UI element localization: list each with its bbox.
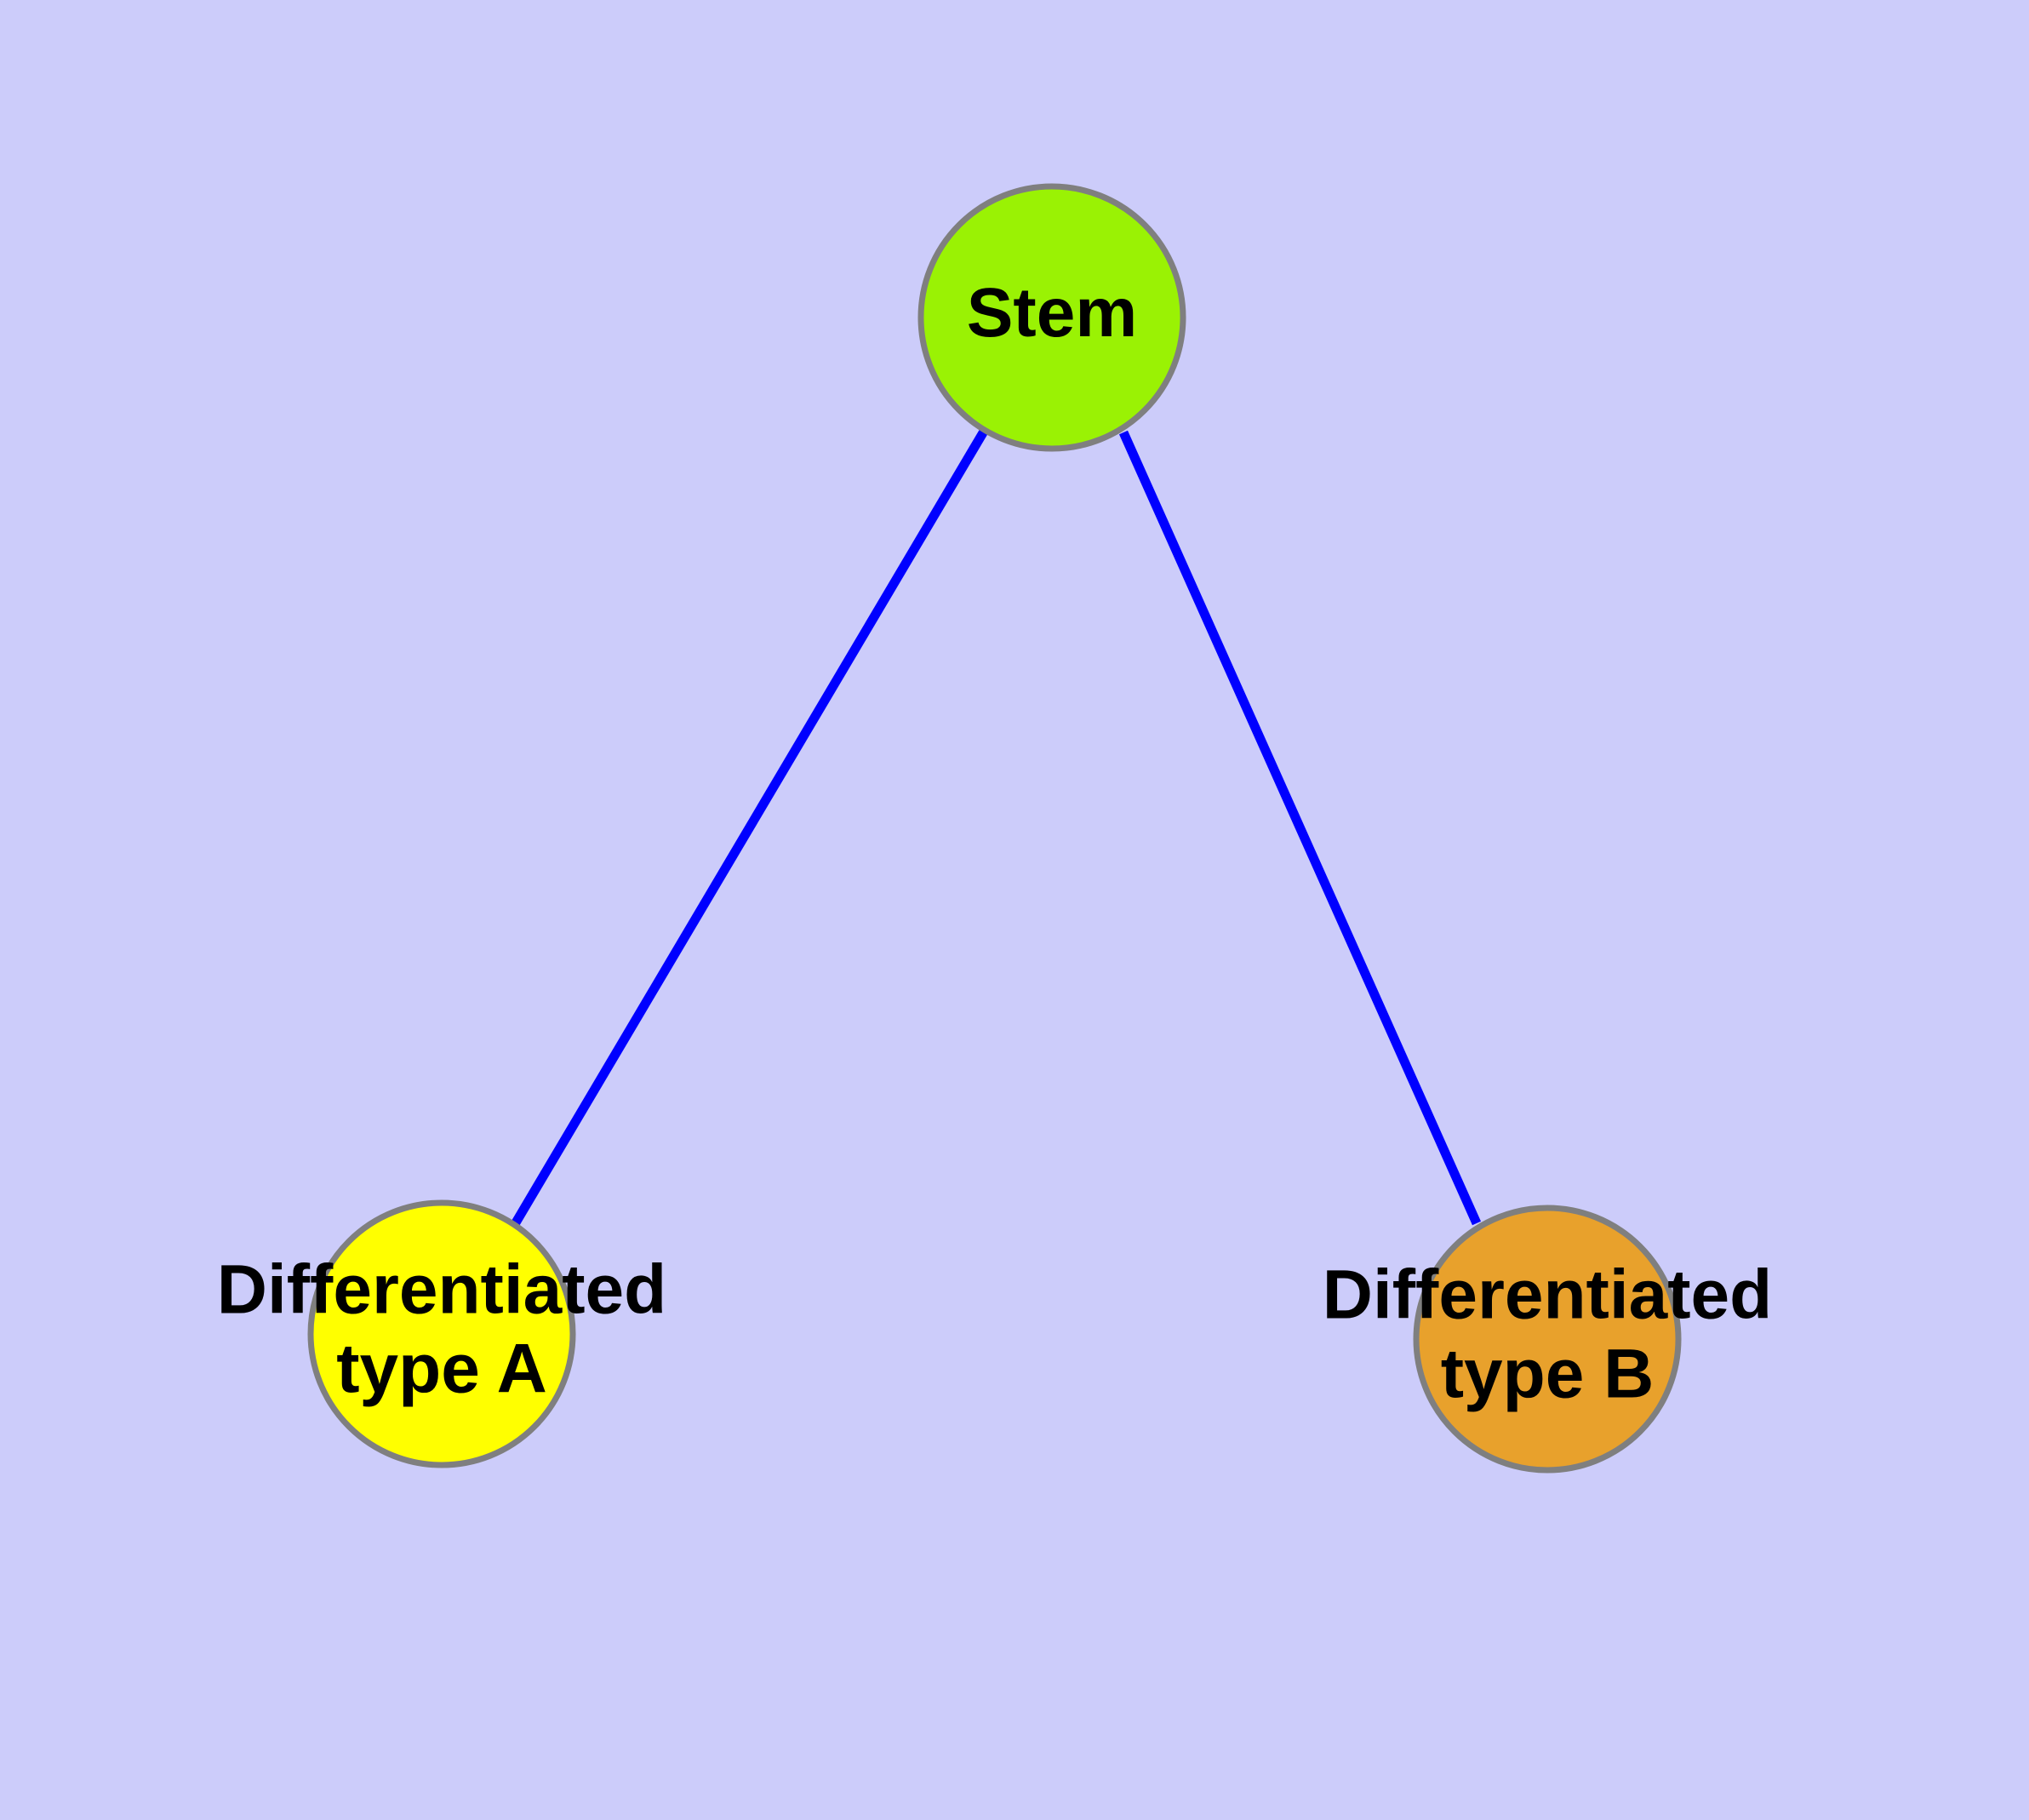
edges-group <box>511 427 1482 1227</box>
node-label-line: Stem <box>967 274 1138 352</box>
node-label-line: type A <box>336 1330 547 1407</box>
node-label-stem: Stem <box>967 274 1138 352</box>
node-diff-a[interactable] <box>307 1199 576 1468</box>
node-stem[interactable] <box>917 183 1186 452</box>
edge-stem-to-b[interactable] <box>1118 430 1482 1226</box>
edge-stem-to-a[interactable] <box>511 427 989 1227</box>
node-label-line: Differentiated <box>217 1251 667 1328</box>
node-label-line: type B <box>1441 1335 1655 1412</box>
node-diff-b[interactable] <box>1413 1205 1682 1474</box>
node-label-line: Differentiated <box>1323 1256 1773 1333</box>
